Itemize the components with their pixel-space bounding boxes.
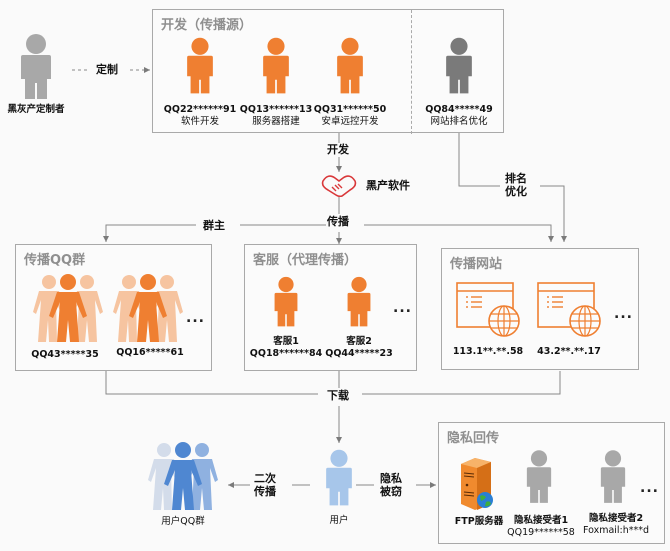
service-agent-person-icon [347, 276, 371, 327]
dev-member-id: QQ84*****49 [425, 104, 493, 115]
privacy-receiver-name: 隐私接受者1 [513, 515, 569, 526]
dev-member-id: QQ31******50 [313, 104, 387, 115]
dev-box-divider [411, 10, 412, 134]
customizer-label: 黑灰产定制者 [7, 104, 65, 115]
dev-box: 开发（传播源） [152, 9, 504, 134]
rank-optimize-flow-label: 排名 优化 [505, 172, 527, 198]
user-qq-group-label: 用户QQ群 [161, 516, 205, 527]
secondary-spread-flow-label: 二次 传播 [254, 472, 276, 498]
qq-group-more: ... [186, 310, 205, 326]
privacy-receiver-id: Foxmail:h***d [582, 525, 650, 536]
ftp-server-icon [461, 458, 493, 510]
download-line-right [362, 371, 561, 395]
service-box-title: 客服（代理传播） [253, 253, 358, 268]
service-box: 客服（代理传播） [244, 244, 417, 371]
server-builder-person-icon [263, 37, 289, 94]
rank-optimize-line [458, 133, 500, 187]
user-person-icon [326, 449, 352, 506]
service-agent-id: QQ44*****23 [325, 348, 393, 359]
service-agent-person-icon [274, 276, 298, 327]
privacy-receiver-person-icon [526, 450, 552, 503]
seo-person-icon [446, 37, 472, 94]
privacy-box-title: 隐私回传 [447, 431, 500, 446]
website-globe-icon [456, 282, 520, 337]
website-globe-icon [537, 282, 601, 337]
dev-member-id: QQ13******13 [239, 104, 313, 115]
rank-optimize-line-2 [540, 185, 567, 242]
website-ip: 113.1**.**.58 [452, 346, 524, 357]
qq-group-id: QQ43*****35 [31, 349, 99, 360]
black-software-label: 黑产软件 [366, 179, 410, 192]
handshake-icon [321, 175, 357, 197]
spread-to-website [364, 224, 554, 242]
qq-group-people-icon [33, 274, 103, 342]
website-ip: 43.2**.**.17 [537, 346, 601, 357]
android-rat-dev-person-icon [337, 37, 363, 94]
service-agent-id: QQ18******84 [249, 348, 323, 359]
ftp-server-label: FTP服务器 [454, 516, 504, 527]
user-qq-group-people-icon [148, 442, 218, 510]
dev-member-role: 软件开发 [180, 116, 219, 127]
group-owner-flow-label: 群主 [203, 219, 225, 232]
dev-member-id: QQ22******91 [163, 104, 237, 115]
privacy-more: ... [640, 480, 659, 496]
download-line-left [105, 371, 318, 395]
privacy-receiver-person-icon [600, 450, 626, 503]
spread-flow-label: 传播 [327, 215, 349, 228]
dev-member-role: 服务器搭建 [252, 116, 300, 127]
service-more: ... [393, 300, 412, 316]
dev-member-role: 安卓远控开发 [321, 116, 379, 127]
privacy-receiver-id: QQ19******58 [507, 527, 575, 538]
website-box-title: 传播网站 [450, 257, 503, 272]
qq-group-id: QQ16*****61 [116, 347, 184, 358]
dev-member-role: 网站排名优化 [430, 116, 488, 127]
website-more: ... [614, 306, 633, 322]
group-owner-line-left [103, 224, 196, 242]
customizer-person-icon [21, 34, 51, 99]
qq-group-box-title: 传播QQ群 [24, 253, 86, 268]
download-flow-label: 下载 [327, 389, 349, 402]
privacy-receiver-name: 隐私接受者2 [588, 513, 644, 524]
privacy-stolen-flow-label: 隐私 被窃 [380, 472, 402, 498]
customize-flow-label: 定制 [96, 63, 118, 76]
user-label: 用户 [329, 515, 349, 526]
service-agent-name: 客服1 [273, 336, 299, 347]
developer-person-icon [187, 37, 213, 94]
develop-flow-label: 开发 [327, 143, 349, 156]
service-agent-name: 客服2 [346, 336, 372, 347]
qq-group-people-icon [113, 274, 183, 342]
dev-box-title: 开发（传播源） [161, 18, 253, 33]
